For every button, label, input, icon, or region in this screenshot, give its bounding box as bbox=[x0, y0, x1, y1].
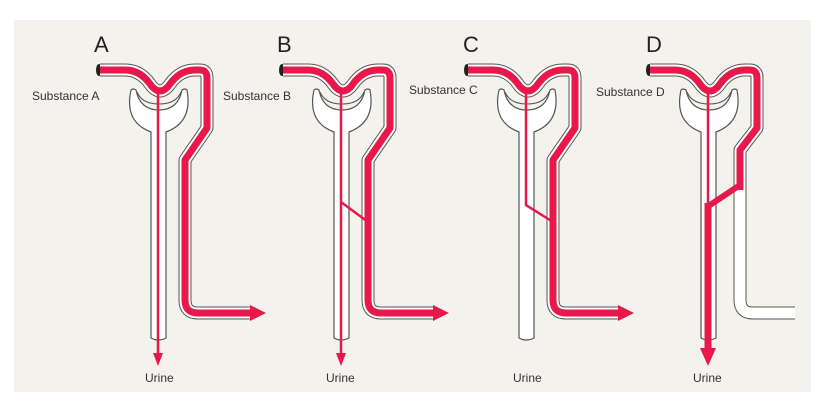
peritubular-capillary-lower-lumen bbox=[362, 190, 435, 319]
urine-arrow-icon bbox=[700, 348, 716, 366]
nephron-panel-c bbox=[464, 63, 634, 341]
panel-letter-b: B bbox=[277, 32, 292, 57]
blood-out-arrow-icon bbox=[618, 305, 634, 321]
peritubular-capillary-lower-lumen bbox=[179, 190, 252, 319]
urine-arrow-icon bbox=[336, 353, 346, 366]
urine-label-b: Urine bbox=[326, 371, 355, 385]
urine-label-c: Urine bbox=[513, 371, 542, 385]
substance-label-d: Substance D bbox=[596, 85, 665, 99]
peritubular-capillary-lower-lumen bbox=[734, 190, 795, 319]
panel-letter-c: C bbox=[463, 32, 479, 57]
nephron-panel-b bbox=[279, 63, 449, 366]
peritubular-capillary-lower-blood bbox=[549, 190, 620, 317]
panel-letter-d: D bbox=[646, 32, 662, 57]
peritubular-capillary-upper-blood bbox=[468, 66, 579, 190]
peritubular-capillary-lower-outline bbox=[178, 190, 252, 320]
bowmans-capsule-tubule bbox=[497, 88, 557, 341]
panel-letter-a: A bbox=[94, 32, 109, 57]
urine-label-a: Urine bbox=[145, 371, 174, 385]
peritubular-capillary-lower-outline bbox=[361, 190, 435, 320]
peritubular-capillary-lower-outline bbox=[546, 190, 620, 320]
peritubular-capillary-lower-outline bbox=[733, 190, 795, 320]
substance-label-b: Substance B bbox=[223, 89, 292, 103]
urine-label-d: Urine bbox=[693, 371, 722, 385]
substance-label-c: Substance C bbox=[409, 83, 478, 97]
substance-label-a: Substance A bbox=[32, 89, 100, 103]
nephron-panel-d bbox=[646, 63, 795, 366]
peritubular-capillary-upper-blood bbox=[650, 66, 761, 190]
reabsorption-flow bbox=[708, 182, 742, 208]
blood-out-arrow-icon bbox=[433, 305, 449, 321]
urine-arrow-icon bbox=[153, 353, 163, 366]
secretion-flow bbox=[340, 200, 369, 224]
peritubular-capillary-lower-blood bbox=[181, 190, 252, 317]
peritubular-capillary-lower-lumen bbox=[547, 190, 620, 319]
peritubular-capillary-upper-blood bbox=[100, 66, 211, 190]
peritubular-capillary-upper-blood bbox=[283, 66, 394, 190]
blood-out-arrow-icon bbox=[250, 305, 266, 321]
nephron-panel-a bbox=[96, 63, 266, 366]
reabsorption-flow bbox=[524, 92, 554, 224]
peritubular-capillary-lower-blood bbox=[364, 190, 435, 317]
